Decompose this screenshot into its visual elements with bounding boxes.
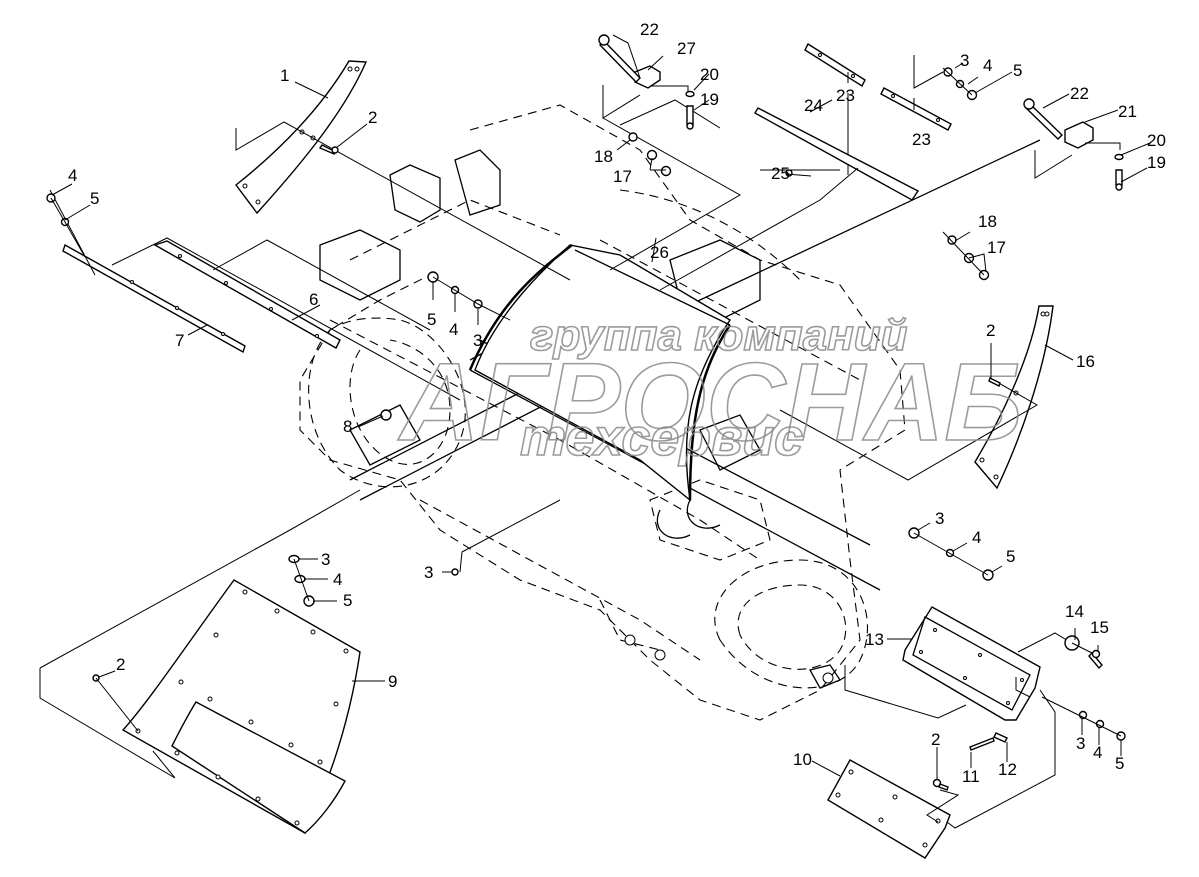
bolt-icon bbox=[686, 105, 694, 126]
spacer-icon bbox=[993, 732, 1008, 743]
callout-20[interactable]: 20 bbox=[700, 65, 719, 84]
callout-26[interactable]: 26 bbox=[650, 243, 669, 262]
callout-13[interactable]: 13 bbox=[865, 630, 884, 649]
callout-10[interactable]: 10 bbox=[793, 750, 812, 769]
part-6-strip[interactable] bbox=[49, 189, 461, 401]
washer-icon bbox=[451, 568, 459, 576]
fasteners bbox=[46, 34, 1126, 791]
bolt-icon bbox=[1025, 103, 1063, 140]
nut-icon bbox=[947, 235, 957, 245]
watermark-line2: АГРОСНАБ bbox=[397, 341, 1022, 464]
part-24-plate[interactable] bbox=[659, 107, 920, 291]
screw-icon bbox=[932, 778, 942, 788]
callout-4[interactable]: 4 bbox=[68, 166, 77, 185]
callout-2[interactable]: 2 bbox=[368, 108, 377, 127]
callout-5[interactable]: 5 bbox=[90, 189, 99, 208]
callout-18[interactable]: 18 bbox=[978, 212, 997, 231]
callout-4[interactable]: 4 bbox=[449, 320, 458, 339]
callout-2[interactable]: 2 bbox=[116, 655, 125, 674]
callout-4[interactable]: 4 bbox=[333, 570, 342, 589]
callout-3[interactable]: 3 bbox=[321, 550, 330, 569]
nut-icon bbox=[628, 132, 638, 142]
callout-12[interactable]: 12 bbox=[998, 760, 1017, 779]
callout-17[interactable]: 17 bbox=[987, 238, 1006, 257]
watermark-line1: группа компаний bbox=[530, 311, 908, 360]
pin-icon bbox=[969, 737, 995, 751]
callout-3[interactable]: 3 bbox=[1076, 734, 1085, 753]
frame-details bbox=[319, 149, 841, 689]
callout-14[interactable]: 14 bbox=[1065, 602, 1084, 621]
callout-23[interactable]: 23 bbox=[836, 86, 855, 105]
callout-24[interactable]: 24 bbox=[804, 96, 823, 115]
callout-11[interactable]: 11 bbox=[962, 767, 980, 786]
part-26-curved-panel[interactable] bbox=[468, 244, 732, 502]
callout-19[interactable]: 19 bbox=[700, 90, 719, 109]
bolt-icon bbox=[1115, 169, 1123, 186]
part-16-curved-guard[interactable] bbox=[779, 305, 1054, 490]
part-9-cover-panel[interactable] bbox=[39, 489, 361, 834]
callout-4[interactable]: 4 bbox=[983, 56, 992, 75]
callout-5[interactable]: 5 bbox=[1006, 547, 1015, 566]
callout-23[interactable]: 23 bbox=[912, 130, 931, 149]
callout-5[interactable]: 5 bbox=[1115, 754, 1124, 773]
callout-5[interactable]: 5 bbox=[427, 310, 436, 329]
part-10-plate[interactable] bbox=[827, 759, 960, 859]
callout-16[interactable]: 16 bbox=[1076, 352, 1095, 371]
callout-1[interactable]: 1 bbox=[280, 66, 289, 85]
screw-icon bbox=[988, 377, 1001, 387]
bolt-icon bbox=[380, 409, 392, 421]
part-27-bracket[interactable] bbox=[602, 65, 742, 271]
callout-7[interactable]: 7 bbox=[175, 331, 184, 350]
callout-3[interactable]: 3 bbox=[935, 509, 944, 528]
callout-27[interactable]: 27 bbox=[677, 39, 696, 58]
callout-2[interactable]: 2 bbox=[986, 321, 995, 340]
callout-22[interactable]: 22 bbox=[1070, 84, 1089, 103]
callout-18[interactable]: 18 bbox=[594, 147, 613, 166]
callout-22[interactable]: 22 bbox=[640, 20, 659, 39]
callout-4[interactable]: 4 bbox=[972, 528, 981, 547]
machine-frame bbox=[299, 104, 906, 721]
callout-9[interactable]: 9 bbox=[388, 672, 397, 691]
callouts: 1 2 4 5 6 7 5 4 3 8 22 27 20 19 18 17 23… bbox=[68, 20, 1166, 786]
callout-19[interactable]: 19 bbox=[1147, 153, 1166, 172]
screw-icon bbox=[318, 144, 335, 156]
callout-3[interactable]: 3 bbox=[473, 331, 482, 350]
callout-5[interactable]: 5 bbox=[1013, 61, 1022, 80]
callout-5[interactable]: 5 bbox=[343, 591, 352, 610]
part-23-strip-a[interactable] bbox=[804, 42, 866, 88]
callout-25[interactable]: 25 bbox=[771, 164, 790, 183]
callout-6[interactable]: 6 bbox=[309, 290, 318, 309]
washer-icon bbox=[685, 90, 695, 98]
part-1-curved-guard[interactable] bbox=[235, 60, 571, 281]
washer-icon bbox=[1114, 153, 1124, 161]
part-21-bracket[interactable] bbox=[1034, 121, 1121, 179]
callout-2[interactable]: 2 bbox=[931, 730, 940, 749]
callout-15[interactable]: 15 bbox=[1090, 618, 1109, 637]
callout-20[interactable]: 20 bbox=[1147, 131, 1166, 150]
part-7-strip[interactable] bbox=[62, 243, 246, 354]
leader-lines bbox=[51, 34, 1151, 779]
callout-3[interactable]: 3 bbox=[424, 563, 433, 582]
callout-17[interactable]: 17 bbox=[613, 167, 632, 186]
callout-3[interactable]: 3 bbox=[960, 51, 969, 70]
watermark: группа компаний АГРОСНАБ техсервис bbox=[396, 310, 1023, 468]
watermark-line3: техсервис bbox=[520, 409, 803, 467]
part-23-strip-b[interactable] bbox=[847, 55, 952, 175]
callout-4[interactable]: 4 bbox=[1093, 743, 1102, 762]
callout-8[interactable]: 8 bbox=[343, 417, 352, 436]
callout-21[interactable]: 21 bbox=[1118, 102, 1137, 121]
part-13-cover-plate[interactable] bbox=[844, 606, 1076, 829]
wing-screw-icon bbox=[1088, 651, 1103, 670]
